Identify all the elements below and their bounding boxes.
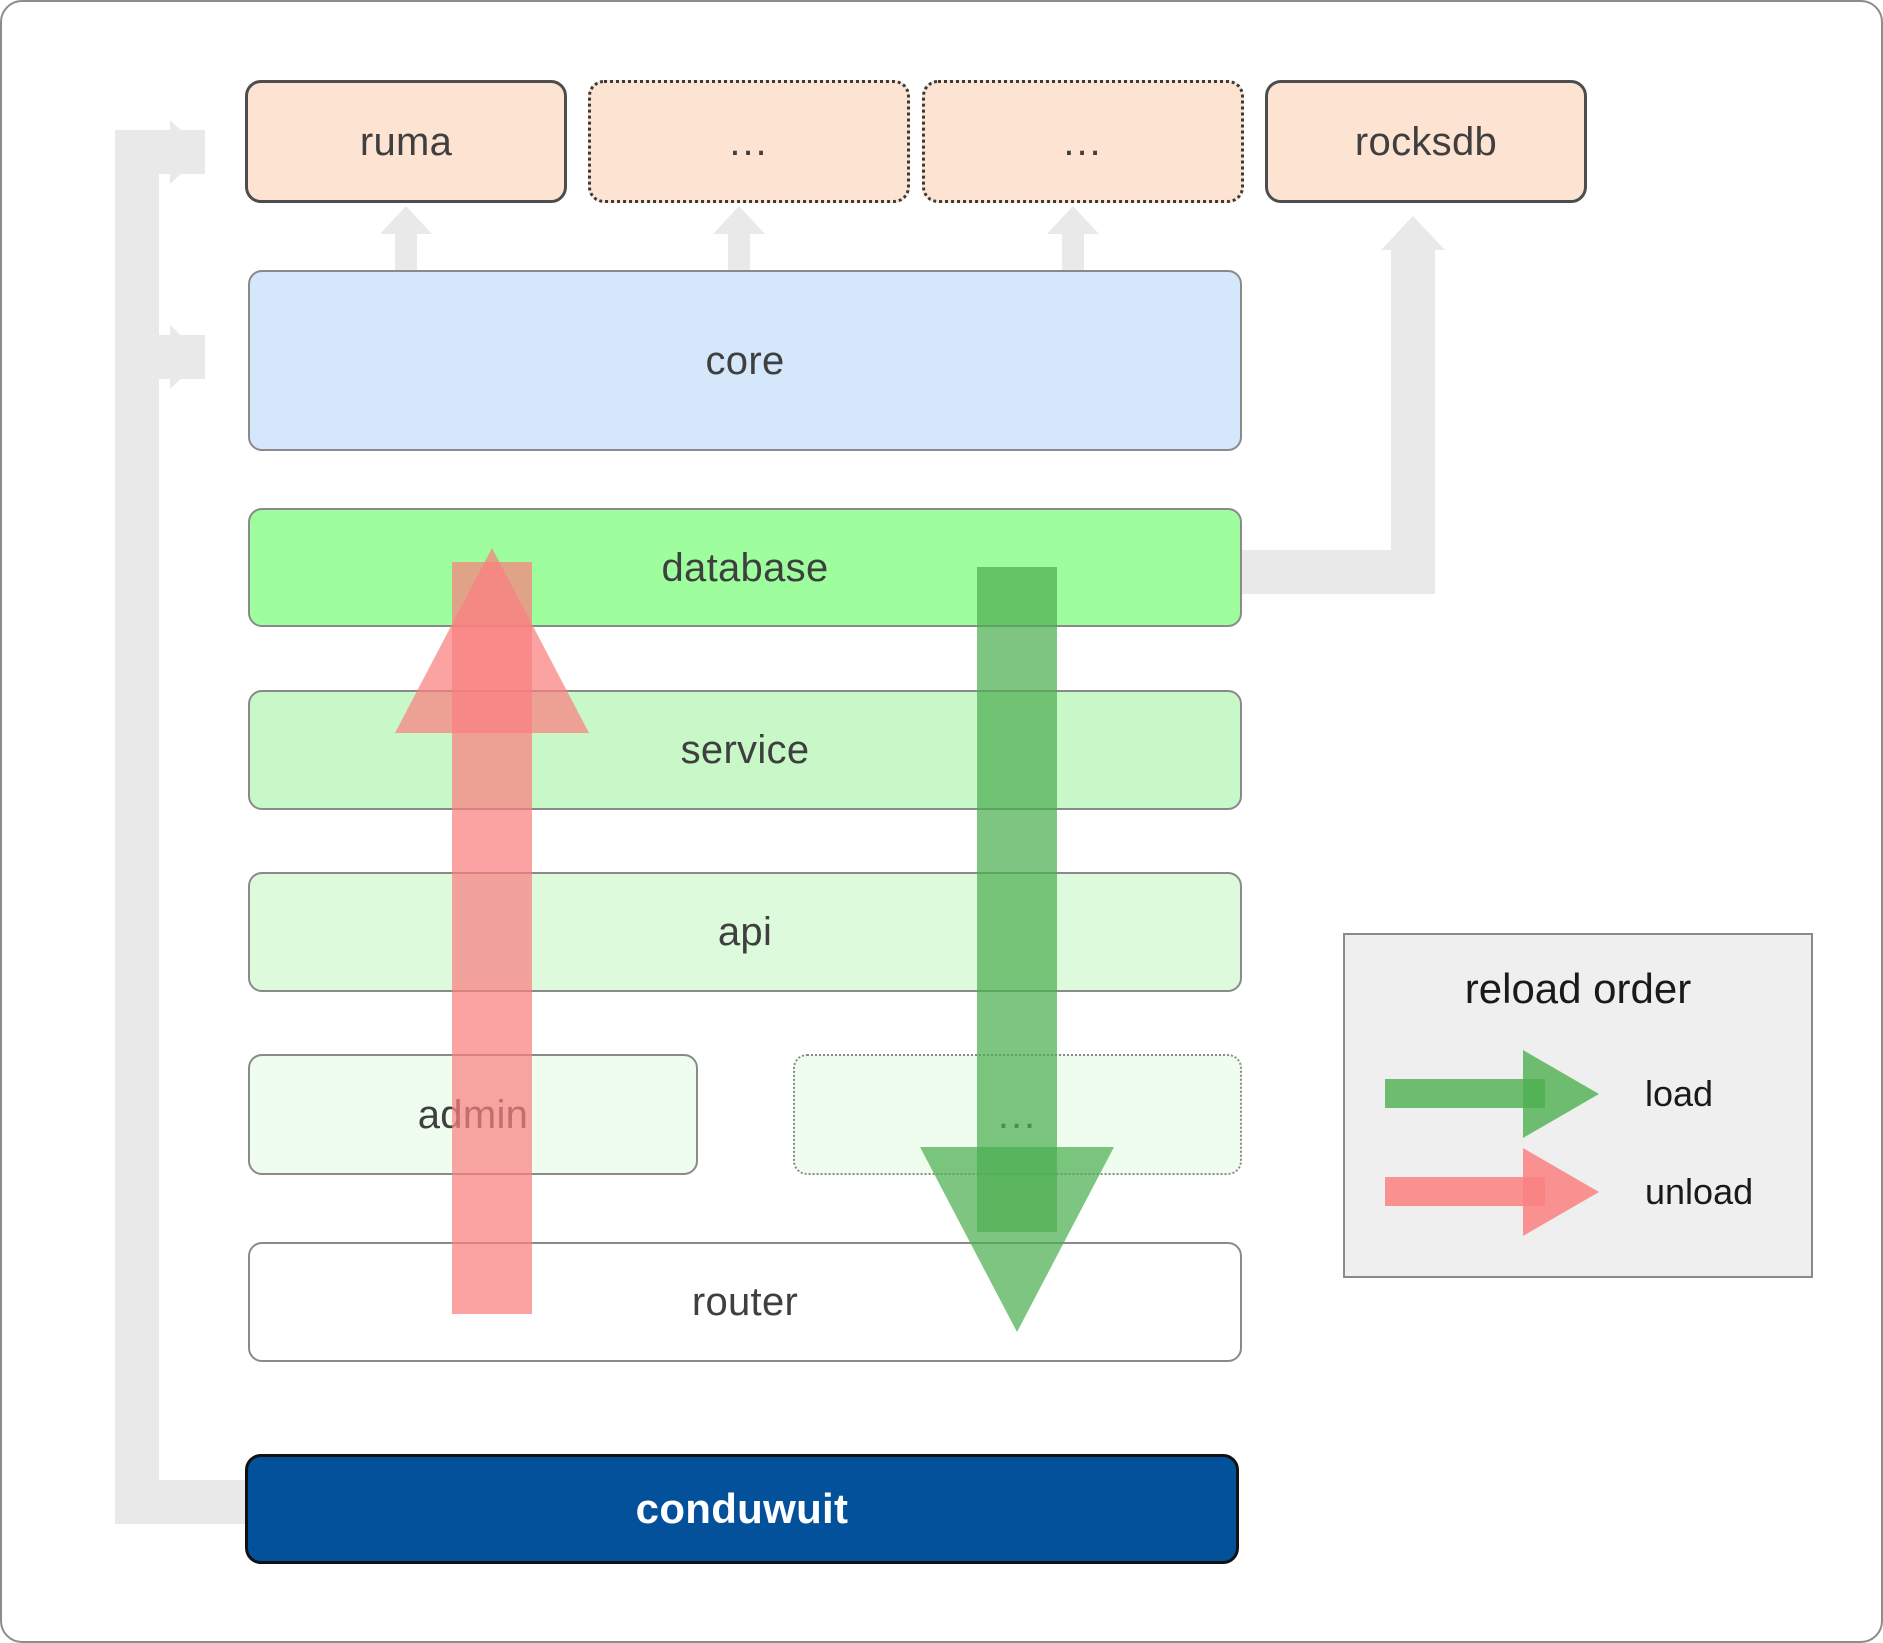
- legend-panel: reload order load unload: [1343, 933, 1813, 1278]
- legend-unload-arrow-head: [1523, 1148, 1599, 1236]
- unload-arrow-head: [395, 548, 589, 733]
- connector-left-bottom: [115, 1480, 245, 1524]
- legend-load-arrow-head: [1523, 1050, 1599, 1138]
- layer-label-database: database: [661, 545, 829, 590]
- dependency-label-placeholder-1: ...: [729, 119, 769, 164]
- root-box-conduwuit[interactable]: conduwuit: [245, 1454, 1239, 1564]
- layer-box-api[interactable]: api: [248, 872, 1242, 992]
- dependency-label-placeholder-2: ...: [1063, 119, 1103, 164]
- legend-load-label: load: [1645, 1073, 1714, 1114]
- stub-arrow-dots2: [1047, 206, 1099, 234]
- dependency-label-ruma: ruma: [359, 119, 453, 164]
- legend-unload-arrow-shaft: [1385, 1177, 1545, 1206]
- dependency-box-ruma[interactable]: ruma: [245, 80, 567, 203]
- stub-arrow-dots1: [713, 206, 765, 234]
- connector-arrow-to-core: [170, 325, 204, 389]
- load-arrow-shaft: [977, 567, 1057, 1232]
- layer-label-api: api: [717, 910, 773, 954]
- dependency-box-rocksdb[interactable]: rocksdb: [1265, 80, 1587, 203]
- dependency-box-placeholder-1[interactable]: ...: [588, 80, 910, 203]
- layer-box-core[interactable]: core: [248, 270, 1242, 451]
- stub-shaft-dots1: [728, 230, 750, 280]
- stub-shaft-dots2: [1062, 230, 1084, 280]
- connector-arrow-to-ruma: [170, 120, 204, 184]
- load-arrow-head: [920, 1147, 1114, 1332]
- legend-load-arrow-shaft: [1385, 1079, 1545, 1108]
- layer-label-router: router: [691, 1280, 799, 1324]
- dependency-box-placeholder-2[interactable]: ...: [922, 80, 1244, 203]
- dependency-label-rocksdb: rocksdb: [1354, 119, 1498, 164]
- layer-label-core: core: [705, 338, 785, 383]
- layer-label-service: service: [680, 728, 810, 772]
- connector-right-vertical: [1391, 250, 1435, 594]
- stub-shaft-ruma: [395, 230, 417, 280]
- root-label-conduwuit: conduwuit: [635, 1485, 849, 1532]
- connector-arrow-to-rocksdb: [1381, 216, 1445, 250]
- legend-title: reload order: [1464, 965, 1692, 1012]
- stub-arrow-ruma: [380, 206, 432, 234]
- legend-unload-label: unload: [1645, 1171, 1754, 1212]
- connector-right-horizontal: [1232, 550, 1422, 594]
